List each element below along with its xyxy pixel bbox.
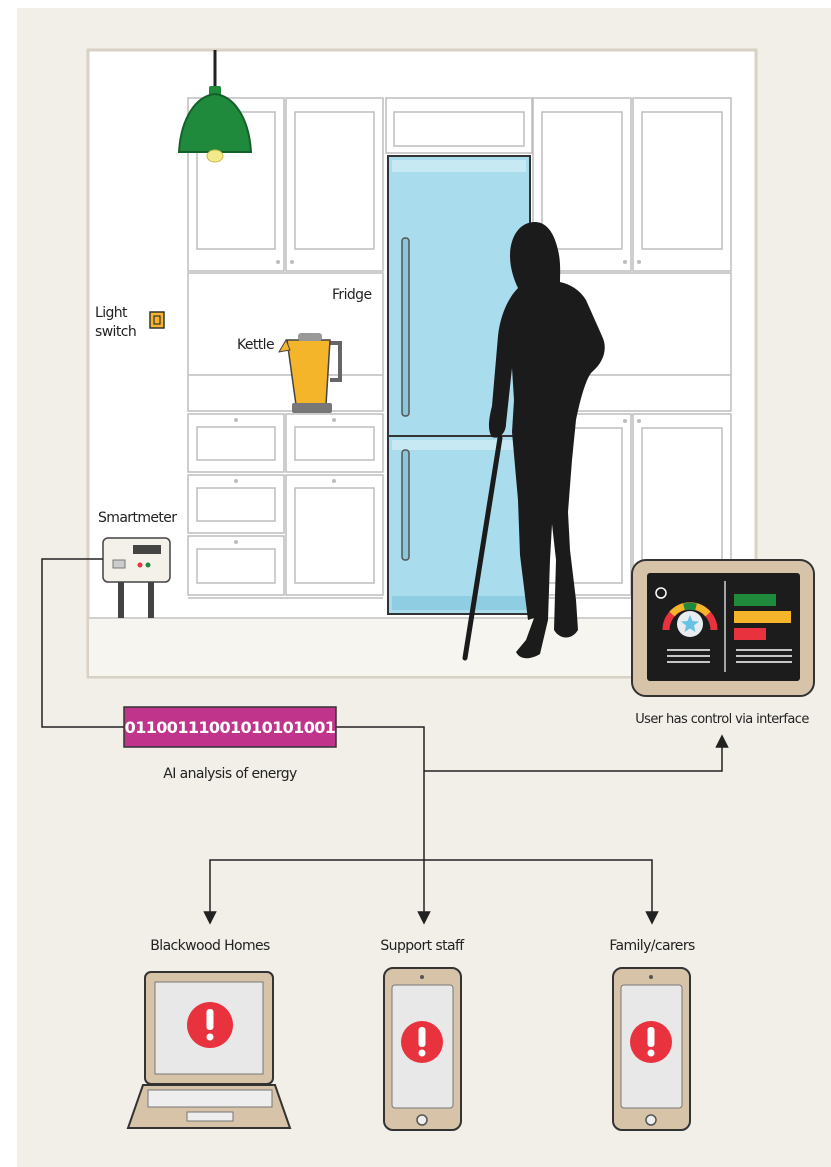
light-switch-icon <box>149 311 165 329</box>
cabinet-knobs <box>234 260 641 544</box>
kettle-icon <box>278 333 342 413</box>
laptop-icon <box>126 971 292 1129</box>
support-staff-label: Support staff <box>380 938 465 954</box>
smartmeter-label: Smartmeter <box>98 510 177 526</box>
light-switch-label-line2: switch <box>95 324 136 340</box>
alert-icon <box>401 1021 443 1063</box>
binary-data-box <box>123 706 337 748</box>
family-carers-label: Family/carers <box>609 938 695 954</box>
binary-data-label: 01100111001010101001 <box>125 718 336 737</box>
fridge-label: Fridge <box>332 287 371 303</box>
alert-icon <box>187 1002 233 1048</box>
ai-analysis-label: AI analysis of energy <box>163 766 297 782</box>
alert-icon <box>630 1021 672 1063</box>
blackwood-homes-label: Blackwood Homes <box>150 938 270 954</box>
pendant-lamp-icon <box>177 50 253 163</box>
interface-label: User has control via interface <box>635 712 809 727</box>
smartmeter-icon <box>102 537 171 618</box>
interface-tablet-icon <box>631 559 815 697</box>
kettle-label: Kettle <box>237 337 274 353</box>
data-flow-lines <box>41 558 729 925</box>
person-with-cane-icon <box>462 222 605 661</box>
light-switch-label-line1: Light <box>95 305 128 321</box>
